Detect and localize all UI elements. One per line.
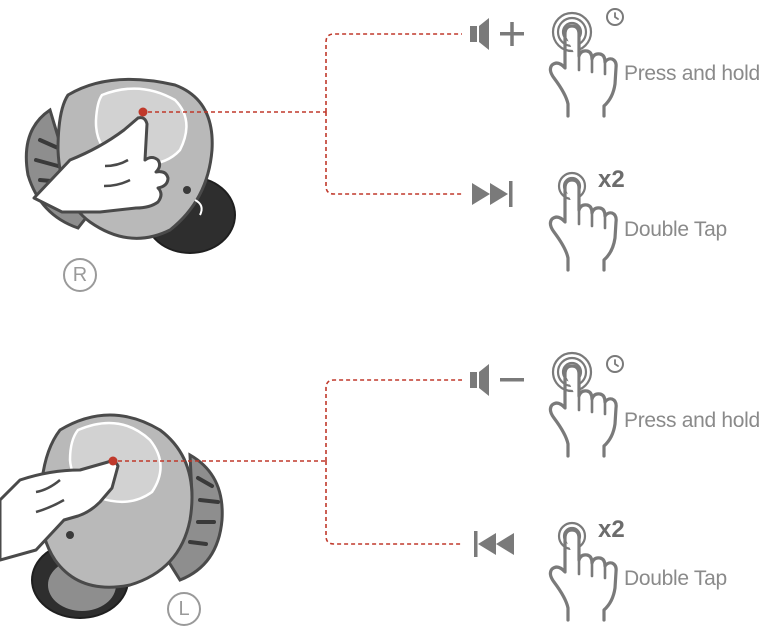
left-earbud-illustration xyxy=(0,413,224,619)
left-connector-lines xyxy=(118,379,462,545)
press-and-hold-label: Press and hold xyxy=(624,409,760,432)
right-touch-point xyxy=(138,107,148,117)
press-hold-gesture-icon xyxy=(548,11,618,118)
double-tap-count: x2 xyxy=(598,166,625,193)
left-side-label: L xyxy=(167,592,201,626)
right-side-label: R xyxy=(63,258,97,292)
volume-down-icon xyxy=(470,364,524,396)
right-earbud-illustration xyxy=(24,77,236,254)
double-tap-label: Double Tap xyxy=(624,567,727,590)
right-connector-lines xyxy=(148,33,462,195)
double-tap-count: x2 xyxy=(598,516,625,543)
left-touch-point xyxy=(108,456,118,466)
press-and-hold-label: Press and hold xyxy=(624,62,760,85)
clock-icon xyxy=(606,355,624,373)
volume-up-icon xyxy=(470,18,524,50)
previous-track-icon xyxy=(474,531,514,557)
press-hold-gesture-icon xyxy=(548,351,618,458)
next-track-icon xyxy=(472,181,513,207)
clock-icon xyxy=(606,8,624,26)
double-tap-label: Double Tap xyxy=(624,218,727,241)
